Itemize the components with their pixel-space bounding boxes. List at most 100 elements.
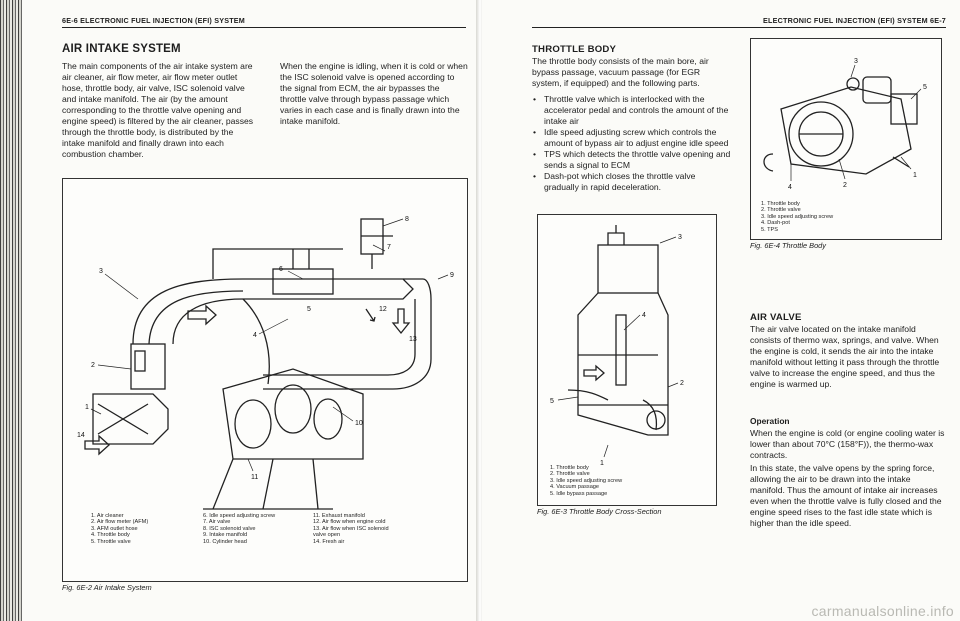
- air-valve-title: AIR VALVE: [750, 312, 802, 323]
- callout-2: 2: [680, 380, 684, 387]
- figure-caption: Fig. 6E-2 Air Intake System: [62, 583, 152, 592]
- callout-4: 4: [642, 312, 646, 319]
- callout-10: 10: [355, 420, 363, 427]
- legend-column-1: 1. Air cleaner 2. Air flow meter (AFM) 3…: [91, 513, 148, 545]
- airflow-arrow: [583, 364, 605, 382]
- legend-item: 2. Throttle valve: [761, 207, 801, 214]
- callout-3: 3: [678, 234, 682, 241]
- cross-section-caption: Fig. 6E-3 Throttle Body Cross-Section: [537, 507, 662, 516]
- throttle-valve-shape: [615, 314, 627, 386]
- intro-column-2: When the engine is idling, when it is co…: [280, 61, 468, 126]
- throttle-cross-section-diagram: 3 4 2 5 1: [550, 225, 684, 467]
- throttle-bore-shape: [788, 101, 854, 167]
- legend-item: 1. Throttle body: [761, 201, 800, 207]
- operation-text-2: In this state, the valve opens by the sp…: [750, 463, 942, 528]
- air-valve-text: The air valve located on the intake mani…: [750, 324, 940, 389]
- header-rule: [62, 27, 466, 28]
- callout-1: 1: [600, 460, 604, 467]
- throttle-body-caption: Fig. 6E-4 Throttle Body: [750, 241, 826, 250]
- legend-item: 5. Throttle valve: [91, 538, 131, 545]
- air-cleaner-shape: [92, 393, 169, 445]
- callout-2: 2: [91, 362, 95, 369]
- legend-item: 12. Air flow when engine cold: [313, 519, 386, 526]
- callout-5: 5: [307, 306, 311, 313]
- binding-edge: [0, 0, 22, 621]
- legend-item: 3. Idle speed adjusting screw: [550, 477, 623, 484]
- fresh-air-arrow: [84, 434, 110, 456]
- section-title: AIR INTAKE SYSTEM: [62, 43, 181, 55]
- legend-column-2: 6. Idle speed adjusting screw 7. Air val…: [203, 513, 275, 545]
- figure-throttle-body: 3 5 4 2 1 1. Throttle body 2. Throttle v…: [750, 38, 942, 240]
- legend-column-3: 11. Exhaust manifold 12. Air flow when e…: [313, 513, 389, 545]
- main-bore: [577, 292, 669, 436]
- intake-manifold-shape: [263, 278, 432, 390]
- intro-column-1: The main components of the air intake sy…: [62, 61, 254, 159]
- callout-7: 7: [387, 244, 391, 251]
- left-page-header: 6E-6 ELECTRONIC FUEL INJECTION (EFI) SYS…: [62, 16, 245, 25]
- legend-item: valve open: [313, 532, 341, 539]
- legend-item: 4. Throttle body: [91, 532, 130, 539]
- legend-item: 9. Intake manifold: [203, 532, 248, 539]
- operation-title: Operation: [750, 416, 790, 426]
- callout-3: 3: [854, 58, 858, 65]
- bullet-item: TPS which detects the throttle valve ope…: [532, 149, 732, 171]
- callout-14: 14: [77, 432, 85, 439]
- right-page: ELECTRONIC FUEL INJECTION (EFI) SYSTEM 6…: [482, 0, 960, 621]
- isc-airflow-arrow: [391, 308, 411, 335]
- callout-4: 4: [253, 332, 257, 339]
- legend-item: 10. Cylinder head: [203, 538, 247, 545]
- throttle-body-shape: [272, 268, 334, 295]
- legend-item: 5. Idle bypass passage: [550, 490, 608, 497]
- right-page-header: ELECTRONIC FUEL INJECTION (EFI) SYSTEM 6…: [763, 16, 946, 25]
- legend-item: 6. Idle speed adjusting screw: [203, 513, 276, 519]
- callout-2: 2: [843, 182, 847, 189]
- legend-item: 7. Air valve: [203, 519, 231, 526]
- legend-item: 8. ISC solenoid valve: [203, 525, 256, 532]
- callout-4: 4: [788, 184, 792, 191]
- tps-shape: [890, 93, 918, 125]
- throttle-body-intro: The throttle body consists of the main b…: [532, 56, 709, 88]
- figure-air-intake-system: 3 2 1 14 4 5 6 7 8 9 10 11 12 13 1. Air …: [62, 178, 468, 582]
- dash-pot-shape: [862, 76, 892, 104]
- legend-item: 5. TPS: [761, 226, 778, 233]
- bullet-item: Throttle valve which is interlocked with…: [532, 94, 732, 127]
- callout-5: 5: [923, 84, 927, 91]
- callout-13: 13: [409, 336, 417, 343]
- cylinder-head-shape: [222, 368, 364, 460]
- fresh-air-arrow-upper: [187, 304, 217, 326]
- legend-item: 3. AFM outlet hose: [91, 525, 138, 532]
- legend-item: 11. Exhaust manifold: [313, 513, 365, 519]
- callout-1: 1: [913, 172, 917, 179]
- watermark: carmanualsonline.info: [811, 603, 954, 619]
- legend-item: 4. Dash-pot: [761, 220, 790, 227]
- afm-shape: [130, 343, 166, 390]
- callout-8: 8: [405, 216, 409, 223]
- callout-11: 11: [251, 474, 258, 481]
- page-gutter: [476, 0, 486, 621]
- legend-item: 1. Throttle body: [550, 465, 589, 471]
- bullet-item: Dash-pot which closes the throttle valve…: [532, 171, 732, 193]
- legend-item: 14. Fresh air: [313, 538, 345, 545]
- idle-screw-housing: [597, 244, 659, 294]
- legend-item: 2. Air flow meter (AFM): [91, 519, 149, 526]
- legend-item: 2. Throttle valve: [550, 471, 590, 478]
- operation-text-1: When the engine is cold (or engine cooli…: [750, 428, 945, 460]
- figure-throttle-cross-section: 3 4 2 5 1 1. Throttle body 2. Throttle v…: [537, 214, 717, 506]
- throttle-body-title: THROTTLE BODY: [532, 44, 617, 55]
- throttle-body-bullets: Throttle valve which is interlocked with…: [532, 94, 732, 193]
- left-page: 6E-6 ELECTRONIC FUEL INJECTION (EFI) SYS…: [0, 0, 478, 621]
- legend-item: 13. Air flow when ISC solenoid: [313, 525, 389, 532]
- cross-section-legend: 1. Throttle body 2. Throttle valve 3. Id…: [550, 465, 622, 497]
- callout-9: 9: [450, 272, 454, 279]
- callout-6: 6: [279, 266, 283, 273]
- callout-3: 3: [99, 268, 103, 275]
- callout-1: 1: [85, 404, 89, 411]
- callout-12: 12: [379, 306, 387, 313]
- legend-item: 1. Air cleaner: [91, 513, 124, 519]
- throttle-body-legend: 1. Throttle body 2. Throttle valve 3. Id…: [761, 201, 833, 233]
- air-intake-diagram: 3 2 1 14 4 5 6 7 8 9 10 11 12 13: [77, 216, 454, 510]
- legend-item: 3. Idle speed adjusting screw: [761, 213, 834, 220]
- callout-5: 5: [550, 398, 554, 405]
- header-rule: [532, 27, 946, 28]
- bullet-item: Idle speed adjusting screw which control…: [532, 127, 732, 149]
